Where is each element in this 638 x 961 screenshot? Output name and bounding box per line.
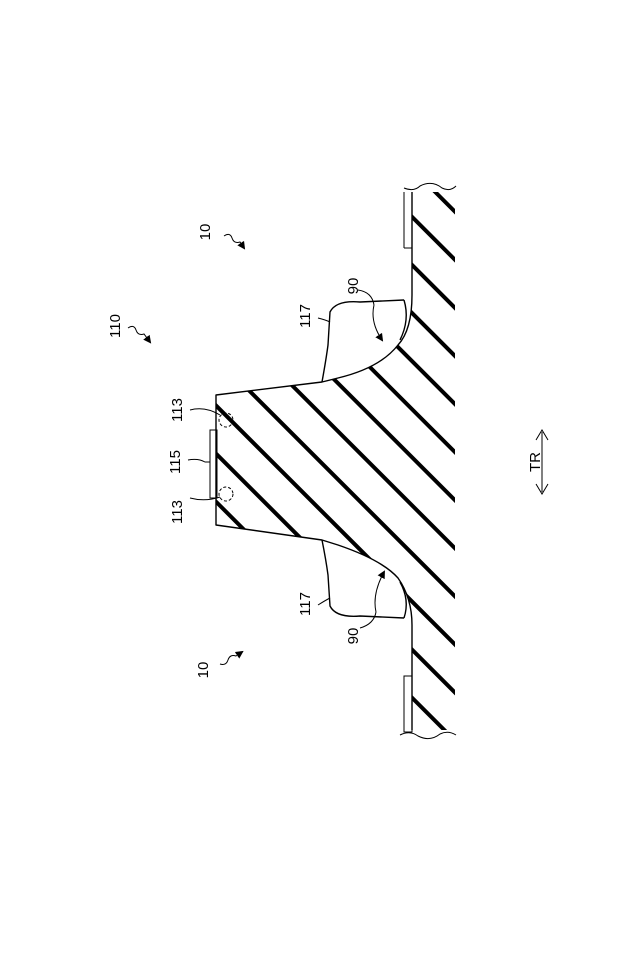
arrow-110 bbox=[128, 326, 150, 342]
label-90-right: 90 bbox=[345, 278, 362, 295]
arrow-90-lower bbox=[375, 572, 384, 612]
break-line-bottom bbox=[400, 732, 456, 738]
label-117-left: 117 bbox=[297, 592, 314, 616]
leader-90-lower bbox=[360, 612, 376, 628]
label-113-right: 113 bbox=[169, 398, 186, 422]
leader-115 bbox=[188, 459, 210, 462]
label-113-left: 113 bbox=[169, 500, 186, 524]
label-90-left: 90 bbox=[345, 628, 362, 645]
label-tr: TR bbox=[527, 452, 544, 472]
label-110: 110 bbox=[107, 314, 124, 338]
leader-117-lower bbox=[318, 598, 330, 605]
arrow-10-left bbox=[220, 652, 242, 665]
label-10-right: 10 bbox=[197, 224, 214, 241]
arrow-10-right bbox=[224, 234, 244, 248]
arrow-90-upper bbox=[373, 305, 382, 340]
label-117-right: 117 bbox=[297, 304, 314, 328]
label-10-left: 10 bbox=[195, 662, 212, 679]
break-line-top bbox=[404, 183, 456, 189]
cross-section-body bbox=[200, 180, 470, 750]
leader-117-upper bbox=[318, 318, 330, 322]
label-115: 115 bbox=[167, 450, 184, 474]
